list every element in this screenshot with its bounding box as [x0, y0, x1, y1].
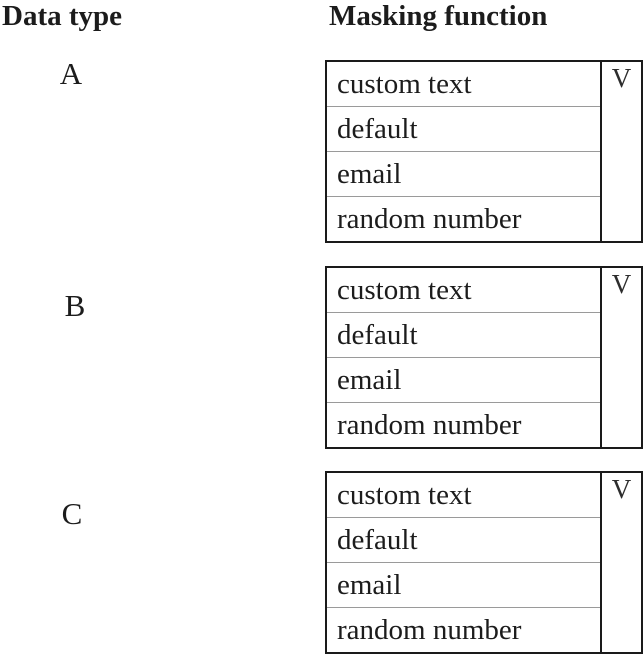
dropdown-option[interactable]: default — [327, 107, 600, 152]
column-header-data-type: Data type — [2, 0, 123, 32]
dropdown-chevron-button[interactable]: V — [600, 268, 641, 447]
dropdown-option-list: custom text default email random number — [327, 473, 600, 652]
dropdown-option-list: custom text default email random number — [327, 268, 600, 447]
dropdown-option[interactable]: custom text — [327, 473, 600, 518]
dropdown-chevron-button[interactable]: V — [600, 473, 641, 652]
dropdown-option[interactable]: default — [327, 313, 600, 358]
dropdown-option[interactable]: default — [327, 518, 600, 563]
dropdown-option-list: custom text default email random number — [327, 62, 600, 241]
masking-function-dropdown-c: custom text default email random number … — [325, 471, 643, 654]
chevron-down-icon: V — [611, 474, 632, 504]
chevron-down-icon: V — [611, 269, 632, 299]
column-header-masking-function: Masking function — [329, 0, 548, 32]
dropdown-chevron-button[interactable]: V — [600, 62, 641, 241]
masking-function-dropdown-a: custom text default email random number … — [325, 60, 643, 243]
data-type-label-a: A — [59, 56, 83, 91]
dropdown-option[interactable]: random number — [337, 613, 522, 646]
dropdown-option[interactable]: email — [327, 152, 600, 197]
dropdown-option[interactable]: custom text — [327, 268, 600, 313]
chevron-down-icon: V — [611, 63, 632, 93]
data-type-label-b: B — [64, 288, 86, 323]
dropdown-option[interactable]: random number — [337, 408, 522, 441]
masking-function-dropdown-b: custom text default email random number … — [325, 266, 643, 449]
dropdown-option[interactable]: email — [327, 563, 600, 608]
dropdown-option[interactable]: custom text — [327, 62, 600, 107]
dropdown-option[interactable]: email — [327, 358, 600, 403]
dropdown-option[interactable]: random number — [337, 202, 522, 235]
data-type-label-c: C — [61, 496, 83, 531]
